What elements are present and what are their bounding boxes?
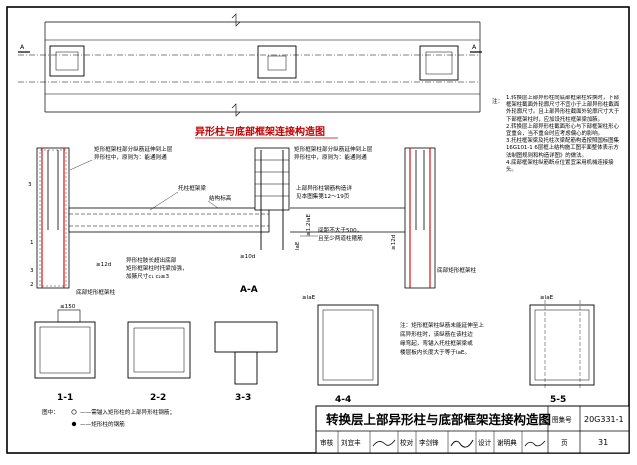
page-label: 页 xyxy=(561,439,568,447)
bottom-right-label: 底部矩形框架柱 xyxy=(437,266,477,274)
section-1-label: 1-1 xyxy=(57,393,73,403)
section-note-1: 注：矩形框架柱纵筋未能延伸至上 xyxy=(400,321,484,329)
checker-signature-icon xyxy=(450,439,474,448)
dim-lae3: ≥12d xyxy=(391,234,397,250)
dim-3-upper: 3 xyxy=(28,182,32,188)
left-note-3: 加腋尺寸c₁ c₂≥3 xyxy=(126,272,169,280)
lod-label-2: ≥12d xyxy=(96,262,112,268)
atlas-no: 20G331-1 xyxy=(584,415,624,424)
page-no: 31 xyxy=(598,438,608,447)
reviewer-signature-icon xyxy=(372,439,396,447)
section-mark-right: A xyxy=(472,44,477,51)
left-note-1: 异形柱肢长超出底部 xyxy=(126,256,177,264)
notes-header: 注： xyxy=(492,97,503,105)
section-5-dim: ≥laE xyxy=(540,295,554,301)
note-item-4: 4.底部框架柱纵筋断点位置宜采用机械连接接头。 xyxy=(506,159,614,174)
title-block xyxy=(315,405,630,454)
section-aa-label: A-A xyxy=(240,285,258,295)
left-note-2: 矩形框架柱时托梁加强， xyxy=(126,264,188,272)
title-block-title: 转换层上部异形柱与底部框架连接构造图 xyxy=(326,412,551,427)
designer-signature-icon xyxy=(524,440,546,447)
section-1-dim: ≤150 xyxy=(60,304,76,310)
dim-2: 2 xyxy=(30,282,34,288)
review-label: 审核 xyxy=(320,438,334,447)
check-label: 校对 xyxy=(400,438,414,447)
section-mark-left: A xyxy=(20,44,25,51)
dim-1: 1 xyxy=(30,240,34,246)
section-4-label: 4-4 xyxy=(335,395,351,405)
note-item-2: 2.转换层上部异形柱截面形心与下部框架柱形心宜重合，当不重合时应考虑偏心的影响。 xyxy=(506,123,619,138)
note-mid-col-2: 异形柱中，原则为：能通则通 xyxy=(294,153,367,161)
designer: 谢明典 xyxy=(497,438,517,447)
bottom-left-label: 底部矩形框架柱 xyxy=(76,288,116,296)
top-rebar-note-2: 见本图集第12～19页 xyxy=(296,192,350,200)
bottom-note-2: 且至少两道柱箍筋 xyxy=(318,234,363,242)
elevation-view xyxy=(36,147,436,289)
legend-header: 图中： xyxy=(42,408,59,416)
note-left-col-2: 异形柱中，原则为：能通则通 xyxy=(94,153,167,161)
slab-label: 结构标高 xyxy=(209,194,232,202)
section-note-4: 楼层板内长度大于等于laE。 xyxy=(400,348,470,356)
bottom-note-1: 间距不大于500， xyxy=(318,226,362,234)
note-item-3: 3.托柱框架梁及托柱次梁配筋构造按照国标图集16G101-1 6层框上结构施工图… xyxy=(506,138,619,159)
lod-label: ≥10d xyxy=(240,254,256,260)
reviewer: 刘宜丰 xyxy=(341,438,361,447)
design-label: 设计 xyxy=(478,438,492,447)
dim-3-lower: 3 xyxy=(30,268,34,274)
section-note-2: 底异形柱时，该纵筋在该柱边 xyxy=(400,330,473,338)
note-item-1: 1.转换层上部异形柱向底部框架柱转换时，下部框架柱截面外轮廓尺寸不宜小于上部异形… xyxy=(506,95,620,123)
section-5-label: 5-5 xyxy=(550,395,566,405)
checker: 李剑锋 xyxy=(419,438,439,447)
top-plan: A A xyxy=(18,13,482,117)
note-left-col-1: 矩形框架柱部分纵筋延伸到上层 xyxy=(94,145,173,153)
section-3-label: 3-3 xyxy=(235,393,251,403)
dim-lae2: ≥1.2laE xyxy=(306,213,312,236)
section-note-3: 缘弯起，弯锚入托柱框架梁或 xyxy=(400,339,473,347)
section-2-label: 2-2 xyxy=(150,393,166,403)
beam-label: 托柱框架梁 xyxy=(178,184,206,192)
note-mid-col-1: 矩形框架柱部分纵筋延伸到上层 xyxy=(294,145,373,153)
atlas-label: 图集号 xyxy=(552,415,572,424)
dim-lae: laE xyxy=(295,241,301,250)
legend-item-1: ——需锚入矩形柱的上部异形柱钢筋； xyxy=(80,408,175,416)
section-4-dim: ≥laE xyxy=(302,295,316,301)
sections-group xyxy=(34,300,595,390)
main-title: 异形柱与底部框架连接构造图 xyxy=(195,125,325,138)
top-rebar-note-1: 上部异形柱钢筋构造详 xyxy=(296,184,352,192)
legend-item-2: ——矩形柱的钢筋 xyxy=(80,420,125,428)
